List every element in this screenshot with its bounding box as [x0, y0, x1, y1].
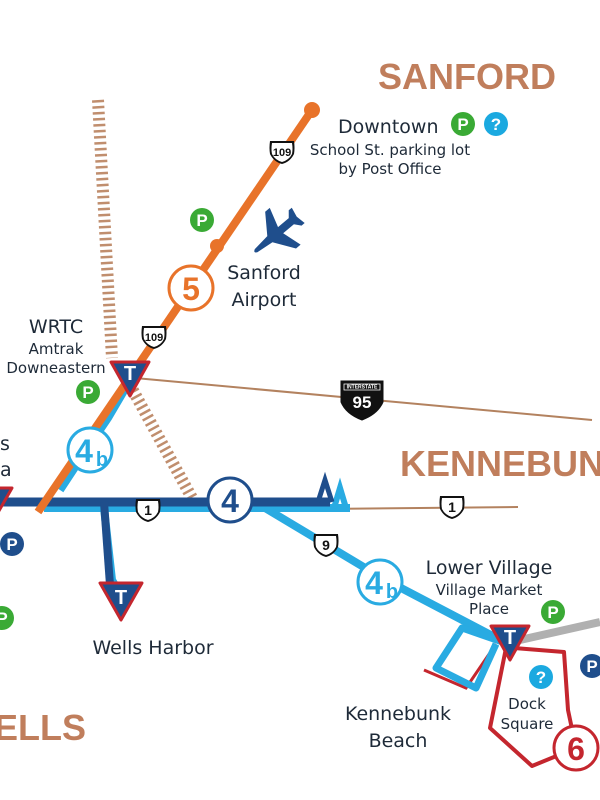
route-4-badge: 4 — [206, 476, 254, 524]
info-icon-dock-square-text: ? — [536, 668, 546, 687]
shield-us9: 9 — [313, 534, 339, 557]
shield-i95-number: 95 — [353, 393, 372, 412]
stop-kennebunk-beach-line1: Kennebunk — [345, 703, 451, 725]
transit-icon-lower-village: T — [489, 624, 531, 662]
shield-us109-upper-text: 109 — [273, 147, 291, 159]
info-icon-downtown-text: ? — [491, 115, 501, 134]
parking-icon-airport-text: P — [196, 211, 207, 230]
shield-us109-lower-text: 109 — [145, 332, 163, 344]
town-label-partial-1: s — [0, 433, 10, 455]
parking-icon-airport: P — [190, 208, 214, 232]
route-5-badge-number: 5 — [182, 271, 200, 307]
stop-downtown-line1: School St. parking lot — [310, 141, 470, 159]
stop-dock-square-line2: Square — [501, 715, 554, 733]
transit-icon-wells-harbor-text: T — [115, 587, 127, 609]
railroad-diagonal — [124, 382, 198, 501]
parking-icon-wells-navy-text: P — [6, 535, 17, 554]
stop-wells-harbor-title: Wells Harbor — [92, 637, 213, 659]
town-label-kennebunk: KENNEBUNK — [400, 443, 600, 484]
route-4b-west-sub: b — [96, 449, 108, 471]
route-4b-badge-east: 4 b — [356, 558, 404, 606]
route-6-badge: 6 — [552, 724, 600, 772]
shield-i95-top-text: INTERSTATE — [347, 385, 378, 391]
road-gray-east — [519, 618, 600, 644]
route-4-line — [0, 471, 335, 586]
parking-icon-wells-green-text: P — [0, 609, 8, 628]
shield-i95: INTERSTATE 95 — [340, 380, 384, 421]
stop-airport-line2: Airport — [231, 289, 296, 311]
route-5-badge: 5 — [167, 264, 215, 312]
parking-icon-downtown: P — [451, 112, 475, 136]
transit-icon-wells-partial — [0, 486, 14, 513]
town-label-sanford: SANFORD — [378, 56, 556, 97]
road-route1-east — [319, 506, 519, 510]
transit-icon-lower-village-text: T — [504, 627, 516, 649]
shield-us1-east-text: 1 — [448, 499, 456, 515]
stop-downtown-title: Downtown — [338, 116, 439, 138]
railroad — [92, 99, 198, 501]
parking-icon-wells-green: P — [0, 606, 14, 630]
airplane-icon — [254, 207, 305, 253]
route-5-airport-dot — [210, 239, 224, 253]
route-6-badge-number: 6 — [567, 731, 585, 767]
parking-icon-lower-village-text: P — [547, 603, 558, 622]
parking-icon-wells-navy: P — [0, 532, 24, 556]
town-label-wells: ELLS — [0, 707, 86, 748]
parking-icon-east-navy: P — [580, 654, 600, 678]
stop-dock-square-line1: Dock — [508, 695, 546, 713]
shield-us9-text: 9 — [322, 537, 330, 553]
parking-icon-downtown-text: P — [457, 115, 468, 134]
shield-us1-west-text: 1 — [144, 502, 152, 518]
route-5-end-dot — [304, 102, 320, 118]
transit-icon-wells-harbor: T — [98, 581, 144, 622]
stop-wrtc-line2: Downeastern — [6, 359, 105, 377]
route-4b-east-sub: b — [386, 581, 398, 603]
info-icon-downtown: ? — [484, 112, 508, 136]
stop-lower-village-title: Lower Village — [426, 557, 553, 579]
stop-lower-village-line2: Place — [469, 600, 509, 618]
route-4b-east-number: 4 — [365, 565, 383, 601]
parking-icon-wrtc-text: P — [82, 383, 93, 402]
info-icon-dock-square: ? — [529, 665, 553, 689]
route-4-badge-number: 4 — [221, 483, 239, 519]
shield-us1-east: 1 — [439, 496, 465, 519]
parking-icon-wrtc: P — [76, 380, 100, 404]
transit-icon-wrtc-text: T — [124, 363, 136, 385]
town-label-partial-2: a — [0, 459, 12, 481]
stop-kennebunk-beach-line2: Beach — [369, 730, 428, 752]
shield-us109-lower: 109 — [141, 326, 167, 349]
shield-us109-upper: 109 — [269, 141, 295, 164]
stop-wrtc-title: WRTC — [29, 316, 83, 338]
stop-airport-line1: Sanford — [227, 262, 301, 284]
stop-wrtc-line1: Amtrak — [29, 340, 84, 358]
route-4b-west-number: 4 — [75, 433, 93, 469]
shield-us1-west: 1 — [135, 499, 161, 522]
route-4b-badge-west: 4 b — [66, 426, 114, 474]
stop-downtown-line2: by Post Office — [338, 160, 441, 178]
transit-icon-wrtc: T — [109, 360, 151, 398]
stop-lower-village-line1: Village Market — [436, 581, 543, 599]
parking-icon-lower-village: P — [541, 600, 565, 624]
parking-icon-east-navy-text: P — [586, 657, 597, 676]
railroad-vertical — [92, 99, 118, 359]
